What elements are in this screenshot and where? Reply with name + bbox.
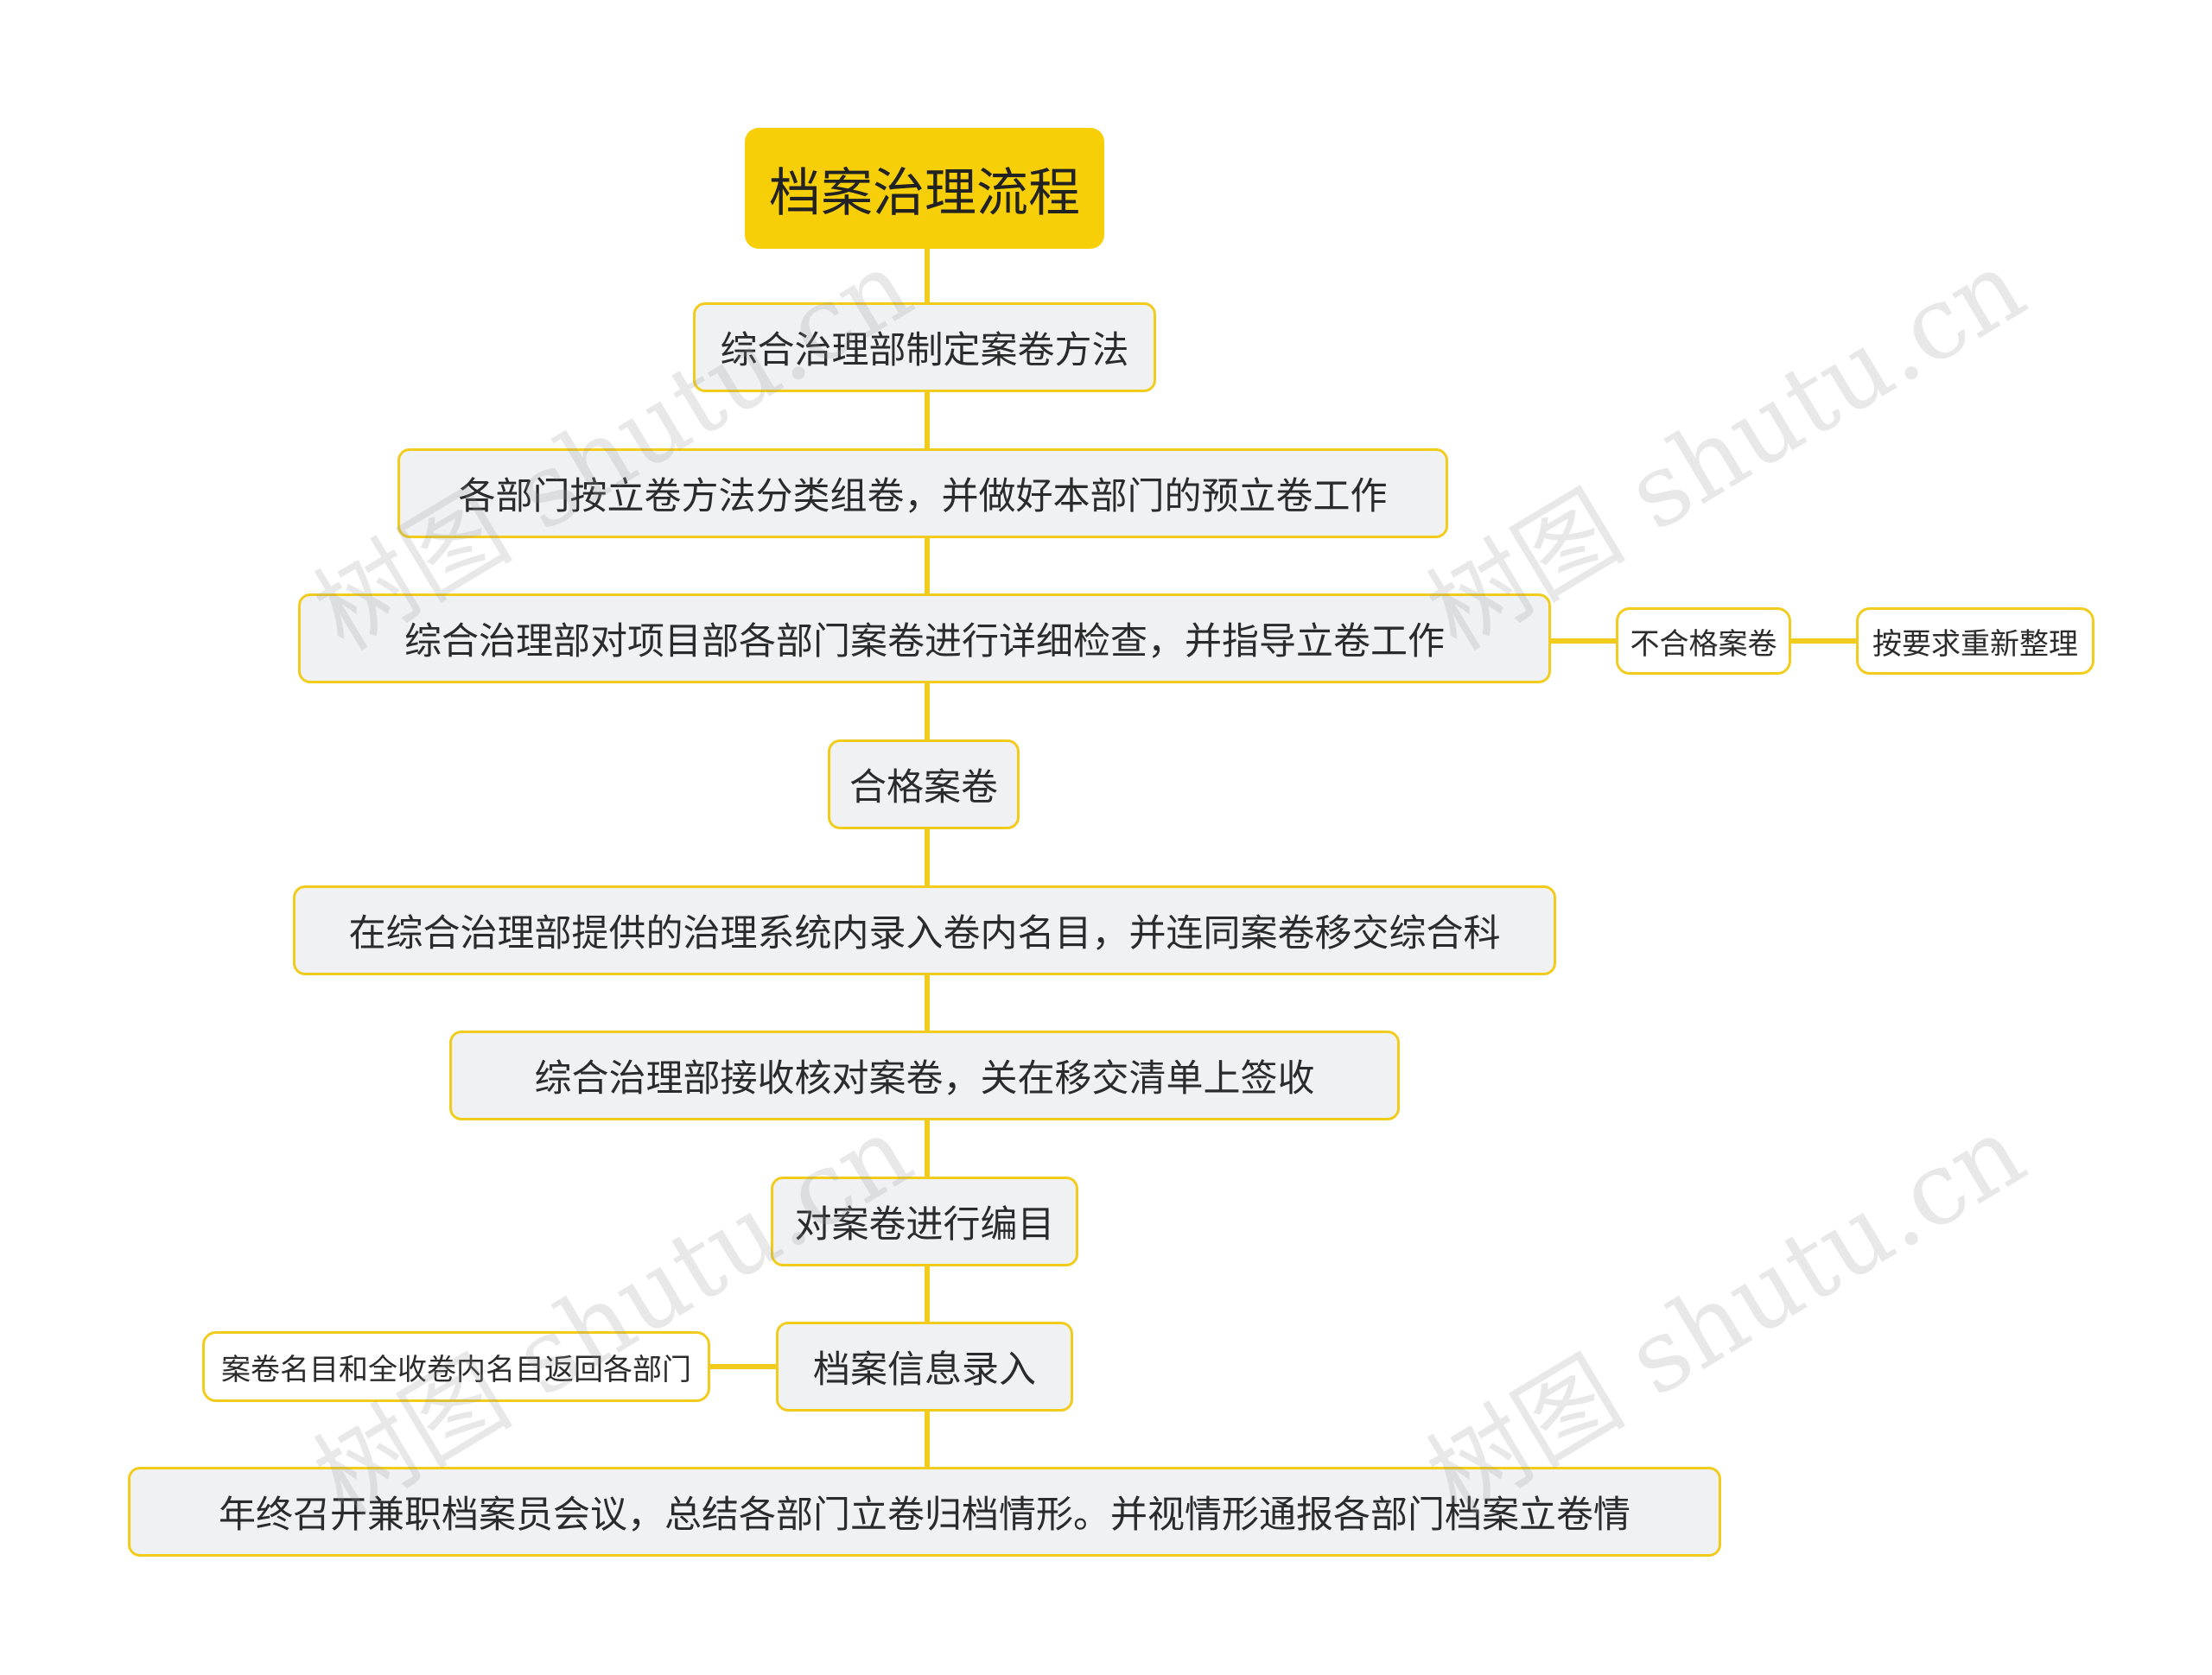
connector-unqualified-to-reorganize — [1791, 638, 1856, 644]
step-enter-and-transfer[interactable]: 在综合治理部提供的治理系统内录入卷内名目，并连同案卷移交综合科 — [293, 885, 1556, 975]
trunk-connector — [925, 246, 930, 1473]
root-topic[interactable]: 档案治理流程 — [745, 128, 1104, 249]
step-annual-meeting[interactable]: 年终召开兼职档案员会议，总结各部门立卷归档情形。并视情形通报各部门档案立卷情 — [128, 1467, 1721, 1557]
step-archive-info-entry[interactable]: 档案信息录入 — [776, 1322, 1073, 1412]
step-qualified-files[interactable]: 合格案卷 — [828, 739, 1020, 829]
step-receive-and-sign[interactable]: 综合治理部接收核对案卷，关在移交清单上签收 — [449, 1031, 1400, 1120]
step-departments-prefile[interactable]: 各部门按立卷方法分类组卷，并做好本部门的预立卷工作 — [397, 448, 1448, 538]
connector-check-to-unqualified — [1551, 638, 1616, 644]
branch-unqualified-files[interactable]: 不合格案卷 — [1616, 607, 1791, 675]
step-detailed-inspection[interactable]: 综合治理部对项目部各部门案卷进行详细检查，并指导立卷工作 — [298, 593, 1551, 683]
branch-return-to-departments[interactable]: 案卷名目和全收卷内名目返回各部门 — [202, 1331, 710, 1402]
step-catalog-files[interactable]: 对案卷进行编目 — [771, 1177, 1078, 1266]
step-formulate-method[interactable]: 综合治理部制定案卷方法 — [693, 302, 1156, 392]
connector-entry-to-return — [710, 1364, 776, 1369]
branch-reorganize-as-required[interactable]: 按要求重新整理 — [1856, 607, 2094, 675]
